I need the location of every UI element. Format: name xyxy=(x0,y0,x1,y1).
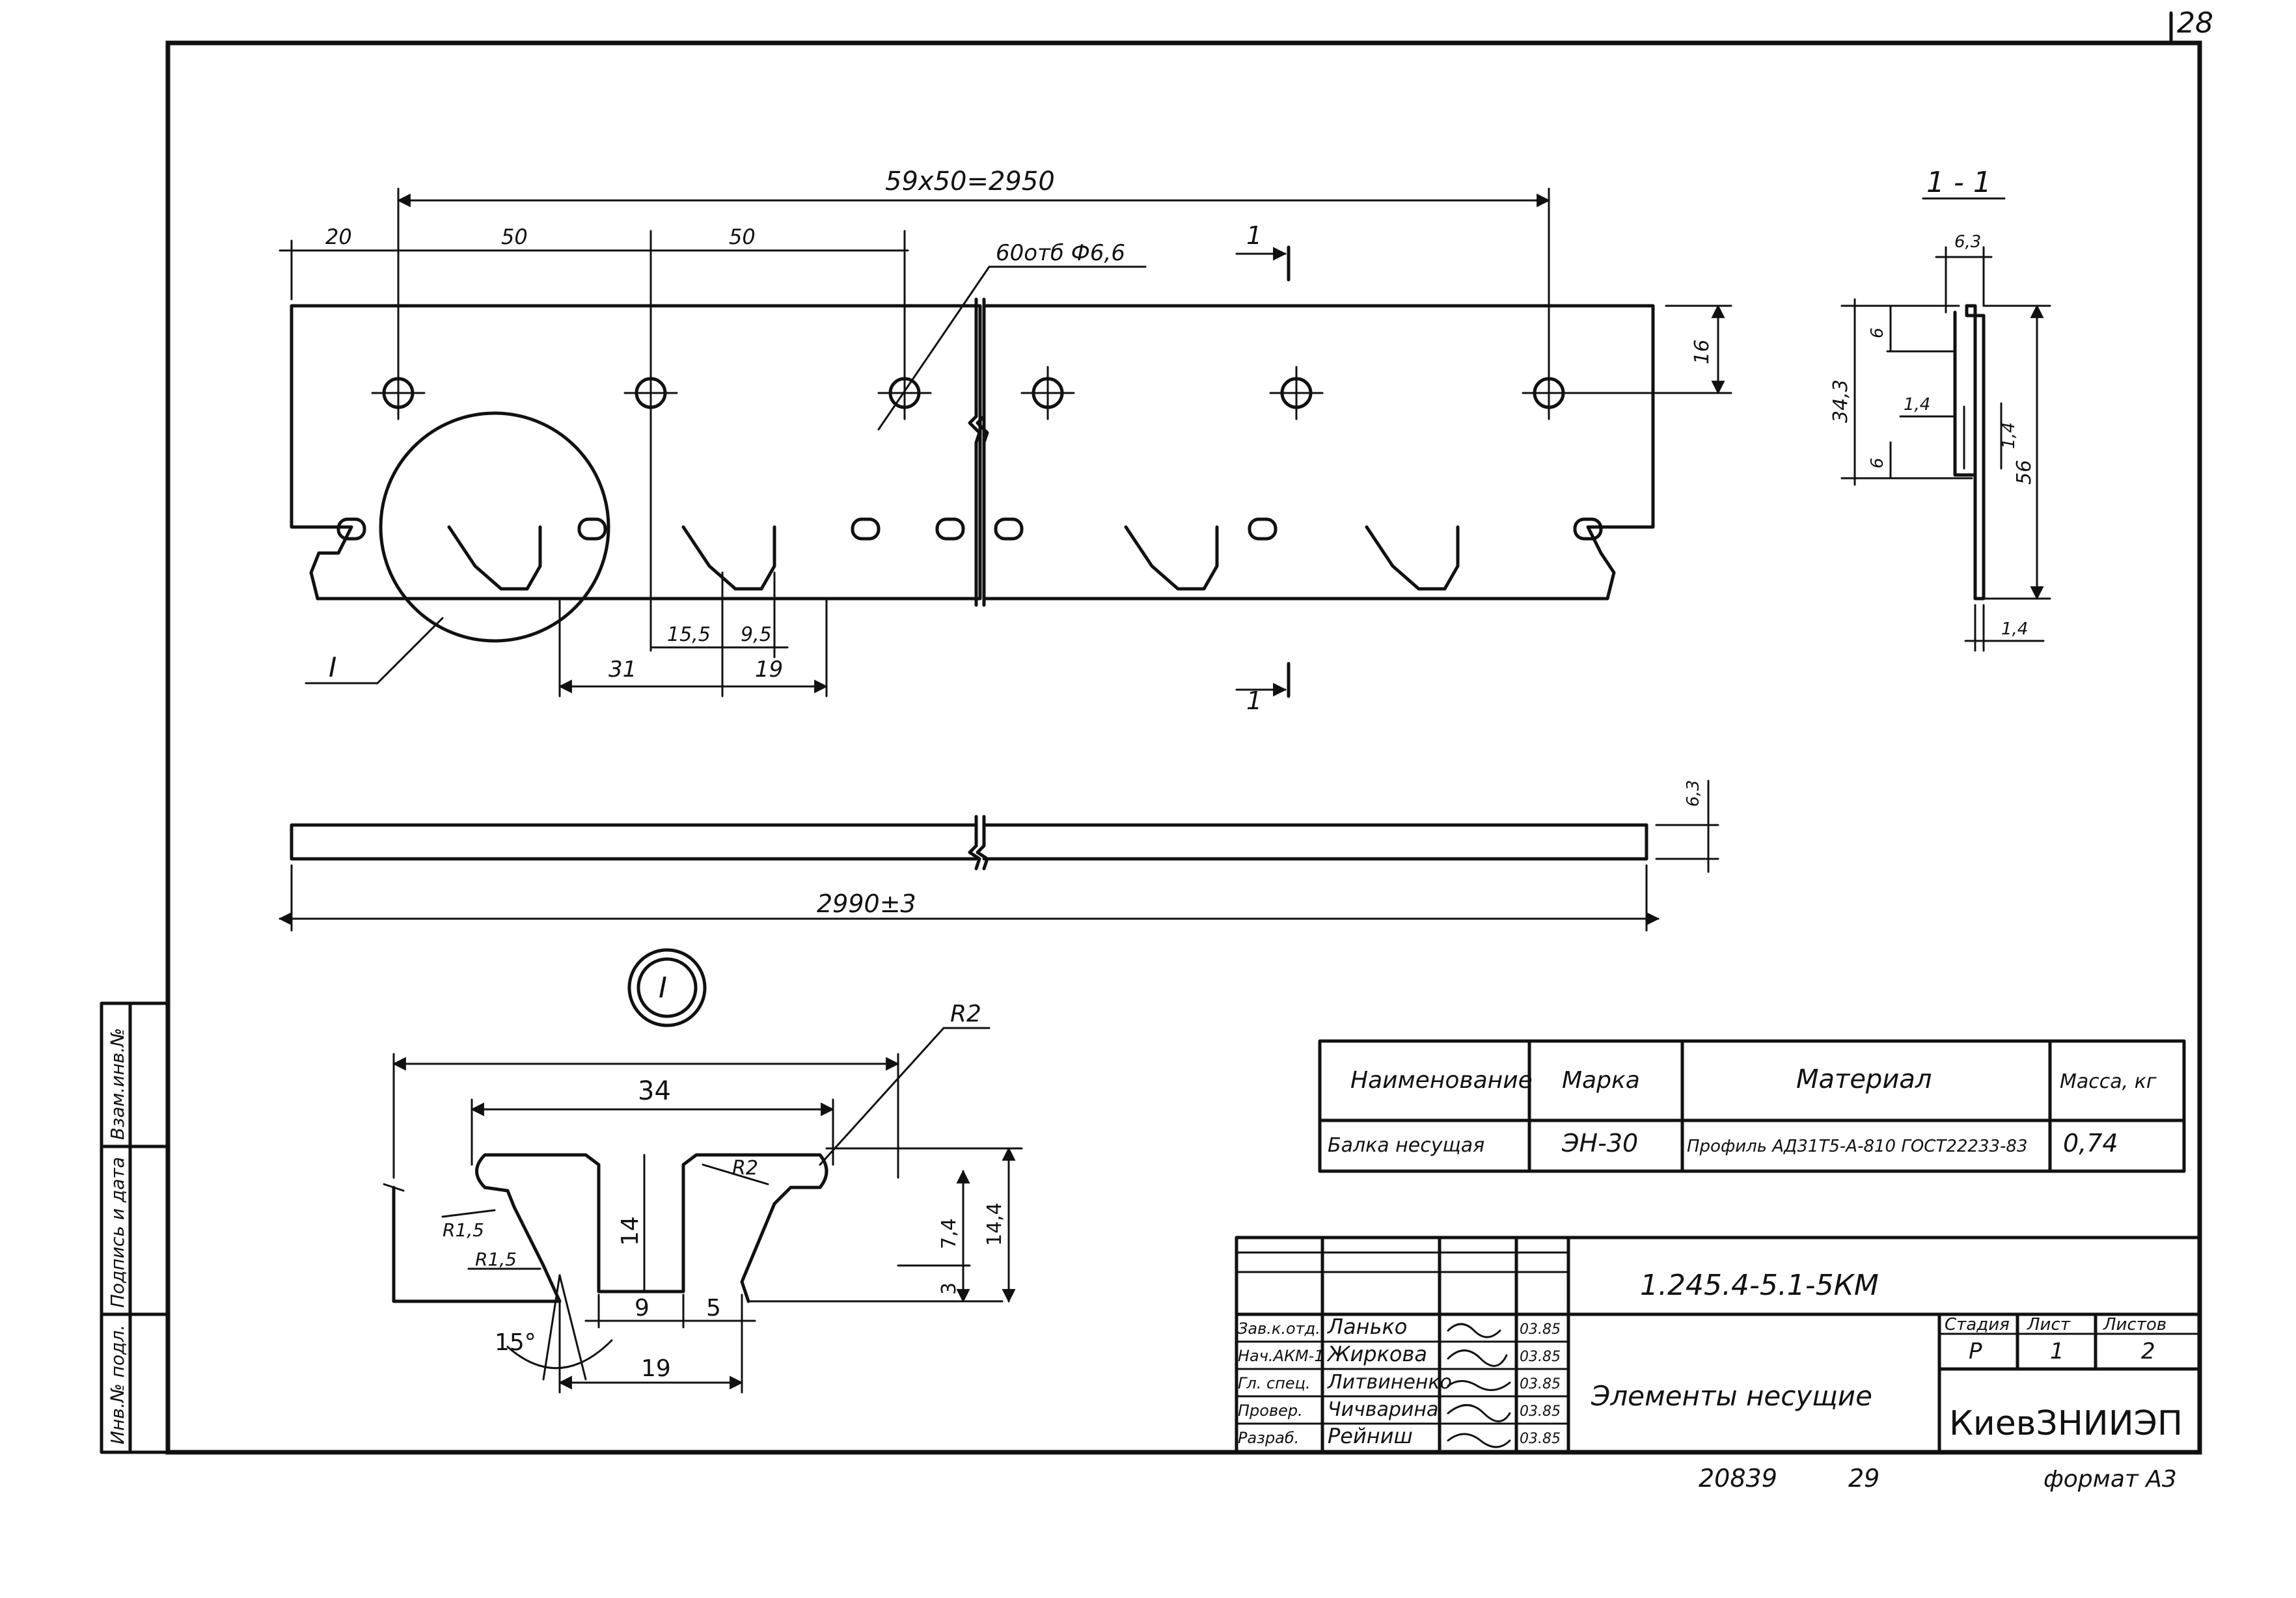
spec-row-name: Балка несущая xyxy=(1328,1134,1484,1157)
title-text: Элементы несущие xyxy=(1591,1380,1872,1412)
title-sheet-label: Лист xyxy=(2027,1315,2071,1334)
sec-dim-6-bottom: 6 xyxy=(1868,457,1887,468)
role-3: Провер. xyxy=(1238,1402,1303,1420)
dim-9-5: 9,5 xyxy=(741,623,772,646)
sec-dim-56: 56 xyxy=(2013,460,2036,485)
date-1: 03.85 xyxy=(1520,1349,1561,1365)
detail-r2-inner: R2 xyxy=(732,1157,758,1180)
detail-r2: R2 xyxy=(950,1001,981,1027)
side-view: 2990±3 6,3 xyxy=(278,779,1719,932)
dim-50-a: 50 xyxy=(501,224,528,249)
detail-r1-5-b: R1,5 xyxy=(475,1249,517,1270)
sec-dim-6-3: 6,3 xyxy=(1954,232,1981,252)
spec-table: Наименование Марка Материал Масса, кг Ба… xyxy=(1318,1039,2186,1173)
role-1: Нач.АКМ-1 xyxy=(1238,1347,1324,1365)
dim-20: 20 xyxy=(325,224,352,249)
detail-label: I xyxy=(659,971,667,1005)
name-0: Ланько xyxy=(1327,1314,1407,1339)
sec-dim-1-4-b: 1,4 xyxy=(1999,422,2019,449)
stamp-sign-label: Подпись и дата xyxy=(107,1157,128,1308)
sec-dim-34-3: 34,3 xyxy=(1829,379,1852,423)
detail-dim-5: 5 xyxy=(706,1295,721,1321)
title-code: 1.245.4-5.1-5КМ xyxy=(1640,1269,1879,1302)
footer-format: формат А3 xyxy=(2043,1466,2177,1493)
sheet-frame xyxy=(165,40,2202,1455)
detail-dim-14-4: 14,4 xyxy=(983,1202,1006,1246)
dim-total: 59x50=2950 xyxy=(885,167,1055,196)
name-2: Литвиненко xyxy=(1327,1371,1452,1394)
date-2: 03.85 xyxy=(1520,1376,1561,1392)
left-stamp: Инв.№ подл. Подпись и дата Взам.инв.№ xyxy=(100,1001,170,1454)
spec-header-mark: Марка xyxy=(1562,1067,1640,1094)
dim-31: 31 xyxy=(608,657,636,683)
sec-dim-1-4-a: 1,4 xyxy=(1904,395,1930,414)
section-view: 1 - 1 6,3 34,3 6 6 1,4 1,4 56 1,4 xyxy=(1829,166,2051,652)
role-4: Разраб. xyxy=(1238,1429,1299,1447)
name-4: Рейниш xyxy=(1328,1424,1413,1448)
title-sheet: 1 xyxy=(2050,1338,2064,1364)
spec-header-mass: Масса, кг xyxy=(2060,1070,2157,1093)
detail-dim-3: 3 xyxy=(938,1282,961,1295)
slot-ends xyxy=(336,517,1603,541)
date-3: 03.85 xyxy=(1520,1403,1561,1420)
signatures xyxy=(1447,1323,1511,1448)
title-stage-label: Стадия xyxy=(1945,1315,2010,1334)
stamp-inv-label: Инв.№ подл. xyxy=(107,1325,128,1444)
spec-row-material: Профиль АД31Т5-А-810 ГОСТ22233-83 xyxy=(1687,1137,2028,1156)
date-4: 03.85 xyxy=(1520,1431,1561,1447)
role-2: Гл. спец. xyxy=(1238,1374,1311,1392)
dim-length: 2990±3 xyxy=(817,889,916,918)
detail-view: I 34 R2 R2 R1,5 R1,5 14 7,4 14,4 3 xyxy=(383,948,1023,1394)
detail-dim-9: 9 xyxy=(635,1295,649,1321)
dim-50-b: 50 xyxy=(729,224,756,249)
stamp-replace-label: Взам.инв.№ xyxy=(107,1028,128,1140)
sheet-number: 28 xyxy=(2177,7,2213,40)
dim-15-5: 15,5 xyxy=(667,623,711,646)
detail-dim-14: 14 xyxy=(617,1216,644,1246)
dim-16: 16 xyxy=(1691,340,1714,364)
spec-row-mass: 0,74 xyxy=(2063,1129,2118,1158)
title-sheets-label: Листов xyxy=(2103,1315,2166,1334)
detail-angle: 15° xyxy=(495,1329,536,1356)
title-block: 1.245.4-5.1-5КМ Элементы несущие КиевЗНИ… xyxy=(1235,1236,2202,1454)
name-1: Жиркова xyxy=(1326,1342,1427,1366)
role-0: Зав.к.отд. xyxy=(1238,1320,1320,1338)
title-stage: Р xyxy=(1969,1338,1982,1364)
title-org: КиевЗНИИЭП xyxy=(1949,1404,2183,1443)
name-3: Чичварина xyxy=(1328,1398,1438,1421)
section-mark-bottom: 1 xyxy=(1246,686,1262,715)
detail-dim-34: 34 xyxy=(638,1076,671,1106)
date-0: 03.85 xyxy=(1520,1321,1561,1338)
holes-note: 60отб Ф6,6 xyxy=(996,240,1125,266)
side-dim-6-3: 6,3 xyxy=(1684,780,1703,807)
footer-page: 29 xyxy=(1848,1464,1879,1493)
detail-r1-5-a: R1,5 xyxy=(443,1219,484,1241)
detail-dim-7-4: 7,4 xyxy=(938,1218,961,1249)
dim-19: 19 xyxy=(755,657,783,683)
detail-circle xyxy=(379,411,610,643)
mounting-holes xyxy=(371,366,1576,420)
slot-row xyxy=(447,525,1460,591)
spec-header-name: Наименование xyxy=(1350,1067,1533,1094)
spec-header-material: Материал xyxy=(1796,1064,1932,1094)
section-title: 1 - 1 xyxy=(1926,166,1991,199)
detail-callout-label: I xyxy=(329,651,336,683)
footer-archive: 20839 xyxy=(1699,1464,1777,1493)
title-sheets: 2 xyxy=(2141,1338,2155,1364)
main-view: I 59x50=2950 20 50 50 60отб Ф6,6 16 15,5… xyxy=(279,167,1732,715)
section-mark-top: 1 xyxy=(1246,221,1262,250)
spec-row-mark: ЭН-30 xyxy=(1561,1129,1638,1158)
detail-dim-19: 19 xyxy=(641,1355,671,1382)
sec-dim-6-top: 6 xyxy=(1868,327,1887,338)
sec-dim-1-4-c: 1,4 xyxy=(2001,619,2028,639)
